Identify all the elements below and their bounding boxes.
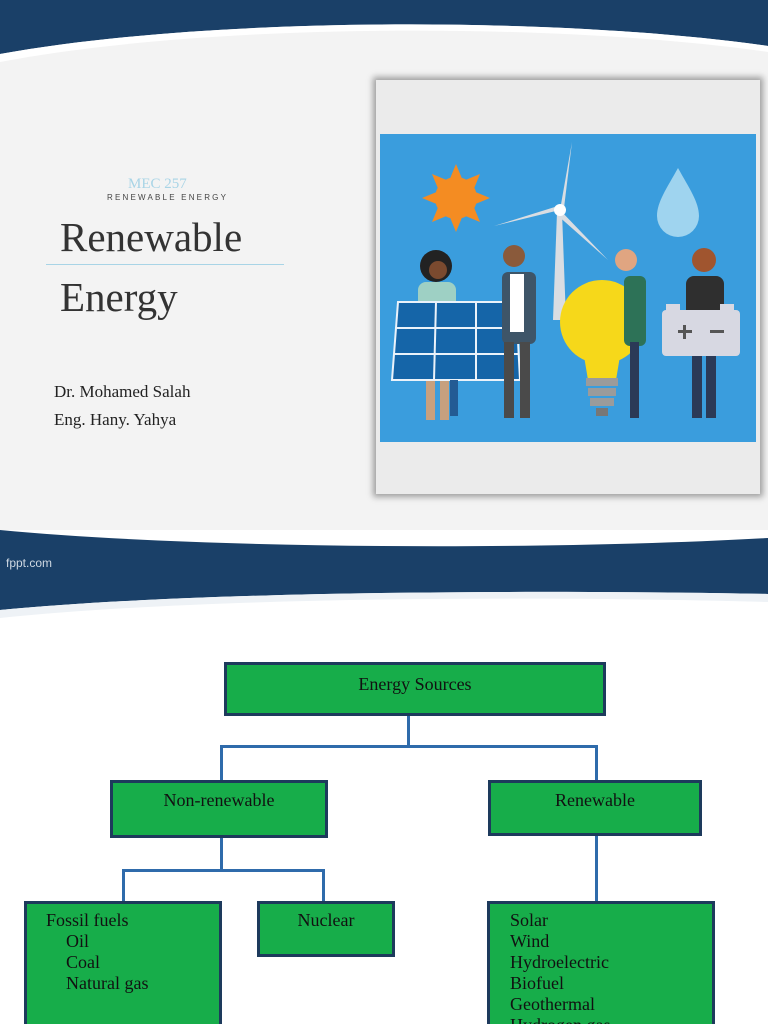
connector-line (122, 869, 325, 872)
author-name: Eng. Hany. Yahya (54, 410, 177, 429)
connector-line (595, 835, 598, 903)
battery-icon (662, 304, 740, 356)
illustration-graphic (380, 134, 756, 442)
renewable-node: Renewable (488, 780, 702, 836)
fossil-fuels-node: Fossil fuels Oil Coal Natural gas (24, 901, 222, 1024)
connector-line (407, 714, 410, 746)
renewable-source-item: Geothermal (510, 994, 595, 1014)
course-subtitle: RENEWABLE ENERGY (107, 193, 229, 202)
title-divider (46, 264, 284, 265)
person-figure (502, 245, 536, 418)
renewable-source-item: Biofuel (510, 973, 564, 993)
header-wave (0, 530, 768, 618)
renewable-source-item: Solar (510, 910, 548, 930)
root-node: Energy Sources (224, 662, 606, 716)
title-slide: MEC 257 RENEWABLE ENERGY Renewable Energ… (0, 0, 768, 530)
fossil-fuel-item: Natural gas (66, 973, 149, 993)
nuclear-node: Nuclear (257, 901, 395, 957)
nonrenewable-node: Non-renewable (110, 780, 328, 838)
sun-icon (422, 164, 490, 232)
header-wave (0, 0, 768, 62)
connector-line (595, 745, 598, 781)
water-drop-icon (657, 168, 699, 237)
connector-line (220, 745, 223, 781)
renewable-energy-illustration (376, 80, 760, 494)
renewable-source-item: Hydroelectric (510, 952, 609, 972)
renewable-source-item: Wind (510, 931, 550, 951)
slide-title-line-1: Renewable (60, 214, 243, 260)
fossil-fuel-item: Oil (66, 931, 90, 951)
solar-panel-icon (390, 301, 522, 416)
renewable-source-item: Hydrogen gas (510, 1015, 712, 1024)
course-code: MEC 257 (128, 176, 187, 192)
author-name: Dr. Mohamed Salah (54, 382, 191, 401)
renewable-sources-node: Solar Wind Hydroelectric Biofuel Geother… (487, 901, 715, 1024)
watermark: fppt.com (6, 556, 53, 570)
diagram-slide: fppt.com Energy Sources Non-renewable Re… (0, 530, 768, 1024)
wind-turbine-icon (494, 142, 608, 320)
renewable-node-label: Renewable (555, 790, 635, 810)
person-figure (615, 249, 646, 418)
connector-line (122, 869, 125, 904)
fossil-fuel-item: Coal (66, 952, 100, 972)
nonrenewable-node-label: Non-renewable (163, 790, 275, 810)
light-bulb-icon (560, 280, 644, 416)
connector-line (220, 835, 223, 870)
fossil-fuels-heading: Fossil fuels (46, 910, 129, 930)
connector-line (220, 745, 598, 748)
connector-line (322, 869, 325, 904)
nuclear-node-label: Nuclear (297, 910, 355, 930)
root-node-label: Energy Sources (358, 674, 472, 694)
slide-title-line-2: Energy (60, 274, 178, 320)
